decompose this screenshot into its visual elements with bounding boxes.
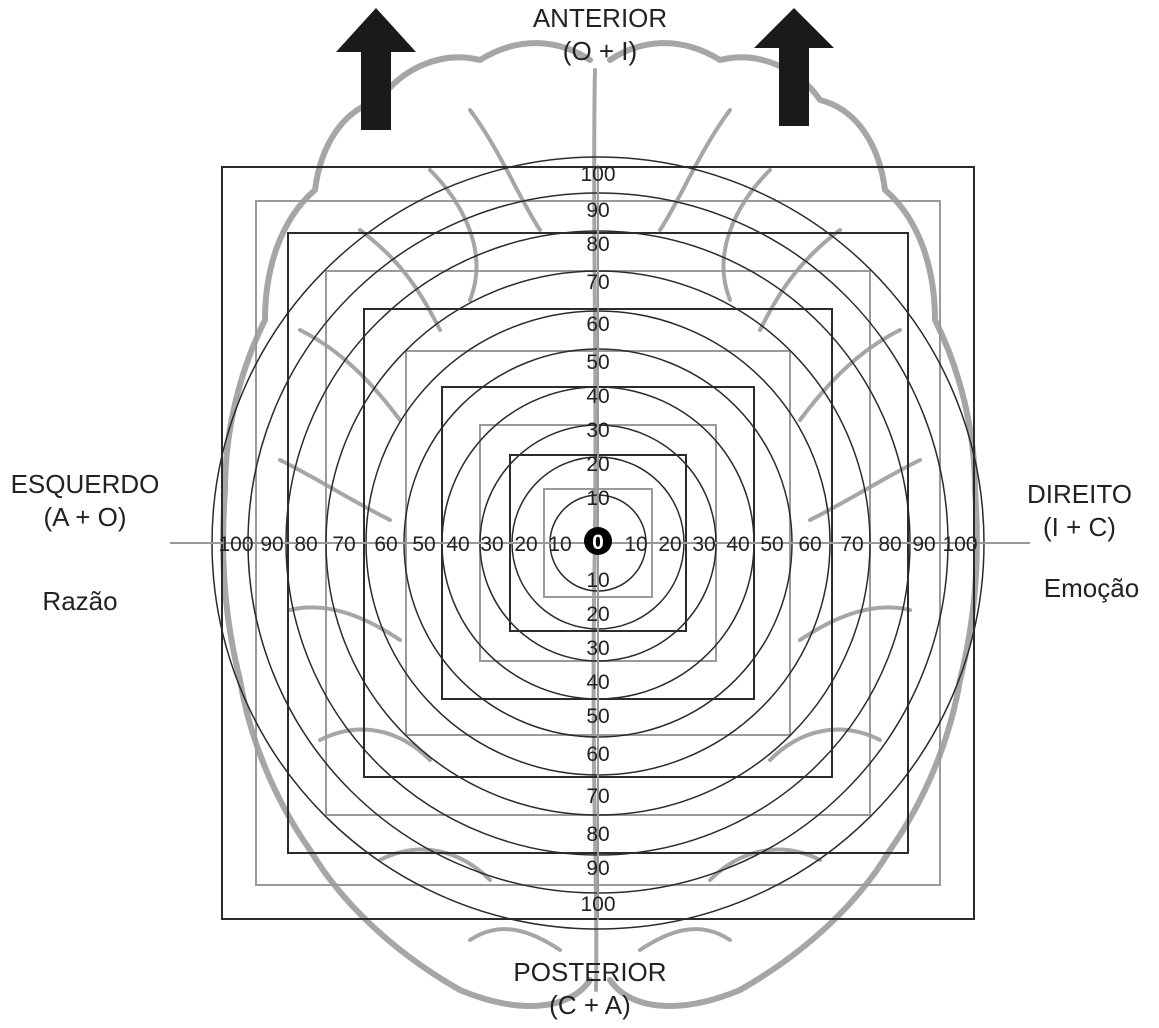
right-label: DIREITO (I + C) [1000, 478, 1159, 543]
tick-label-right: 40 [726, 533, 749, 556]
tick-label-left: 30 [480, 533, 503, 556]
tick-label-left: 80 [294, 533, 317, 556]
tick-label-left: 40 [446, 533, 469, 556]
anterior-title: ANTERIOR [532, 3, 668, 33]
arrow-up-icon [754, 8, 834, 126]
tick-label-top: 20 [586, 453, 609, 476]
tick-label-bottom: 70 [586, 785, 609, 808]
tick-label-bottom: 50 [586, 705, 609, 728]
tick-label-bottom: 10 [586, 569, 609, 592]
tick-label-right: 100 [942, 533, 977, 556]
tick-label-bottom: 60 [586, 743, 609, 766]
tick-label-top: 90 [586, 199, 609, 222]
tick-label-right: 50 [760, 533, 783, 556]
tick-label-right: 70 [840, 533, 863, 556]
center-label: 0 [592, 531, 604, 554]
posterior-title: POSTERIOR [513, 957, 667, 987]
tick-label-top: 80 [586, 233, 609, 256]
tick-label-bottom: 90 [586, 857, 609, 880]
scale-labels: 10 10 10 10 20 20 20 20 30 30 30 30 40 40 40 40 50 50 50 50… [218, 163, 977, 916]
left-title: ESQUERDO [10, 469, 160, 499]
tick-label-right: 80 [878, 533, 901, 556]
anterior-subtitle: (O + I) [562, 35, 638, 66]
anterior-label: ANTERIOR (O + I) [480, 2, 720, 67]
arrow-up-icon [336, 8, 416, 130]
tick-label-bottom: 80 [586, 823, 609, 846]
posterior-subtitle: (C + A) [549, 989, 631, 1020]
reason-label: Razão [42, 586, 118, 616]
tick-label-right: 60 [798, 533, 821, 556]
tick-label-right: 30 [692, 533, 715, 556]
right-subtitle: (I + C) [1043, 511, 1116, 542]
tick-label-top: 30 [586, 419, 609, 442]
tick-label-left: 90 [260, 533, 283, 556]
tick-label-bottom: 20 [586, 603, 609, 626]
tick-label-right: 20 [658, 533, 681, 556]
tick-label-bottom: 100 [580, 893, 615, 916]
tick-label-left: 50 [412, 533, 435, 556]
tick-label-bottom: 40 [586, 671, 609, 694]
tick-label-right: 10 [624, 533, 647, 556]
tick-label-left: 10 [548, 533, 571, 556]
tick-label-top: 10 [586, 487, 609, 510]
tick-label-top: 60 [586, 313, 609, 336]
posterior-label: POSTERIOR (C + A) [470, 956, 710, 1021]
tick-label-left: 70 [332, 533, 355, 556]
tick-label-left: 100 [218, 533, 253, 556]
tick-label-bottom: 30 [586, 637, 609, 660]
left-label: ESQUERDO (A + O) [0, 468, 170, 533]
tick-label-top: 100 [580, 163, 615, 186]
left-subtitle: (A + O) [43, 501, 127, 532]
tick-label-right: 90 [912, 533, 935, 556]
right-title: DIREITO [1027, 479, 1132, 509]
tick-label-top: 50 [586, 351, 609, 374]
tick-label-left: 20 [514, 533, 537, 556]
tick-label-top: 40 [586, 385, 609, 408]
center-dot [584, 527, 612, 555]
emotion-label: Emoção [1043, 573, 1140, 603]
tick-label-left: 60 [374, 533, 397, 556]
tick-label-top: 70 [586, 271, 609, 294]
